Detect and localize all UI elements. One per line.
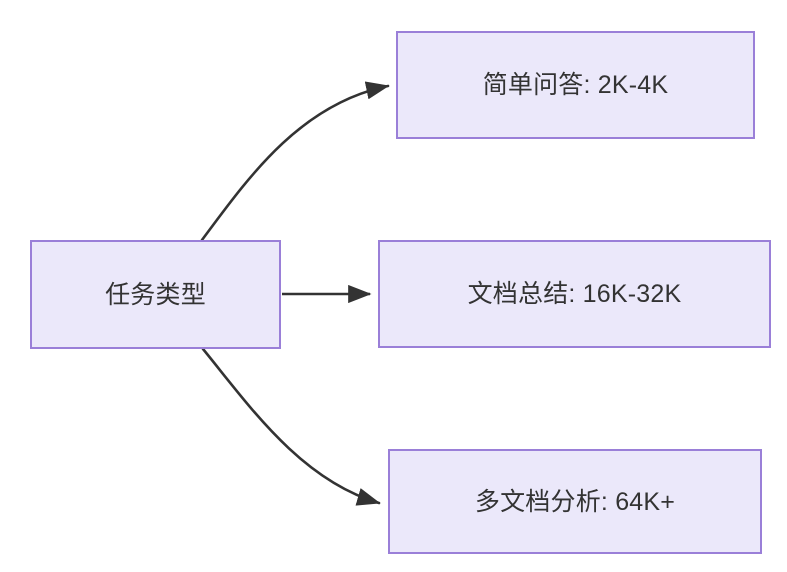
node-simple-qa[interactable]: 简单问答: 2K-4K <box>396 31 755 139</box>
node-task-type[interactable]: 任务类型 <box>30 240 281 349</box>
node-doc-summary-label: 文档总结: 16K-32K <box>467 280 682 308</box>
node-multi-doc[interactable]: 多文档分析: 64K+ <box>388 449 762 554</box>
node-simple-qa-label: 简单问答: 2K-4K <box>482 71 669 99</box>
node-doc-summary[interactable]: 文档总结: 16K-32K <box>378 240 771 348</box>
node-task-type-label: 任务类型 <box>105 280 206 309</box>
node-multi-doc-label: 多文档分析: 64K+ <box>474 487 676 516</box>
edge-source-to-multi-doc <box>201 347 381 506</box>
edge-source-to-simple-qa <box>200 81 390 242</box>
